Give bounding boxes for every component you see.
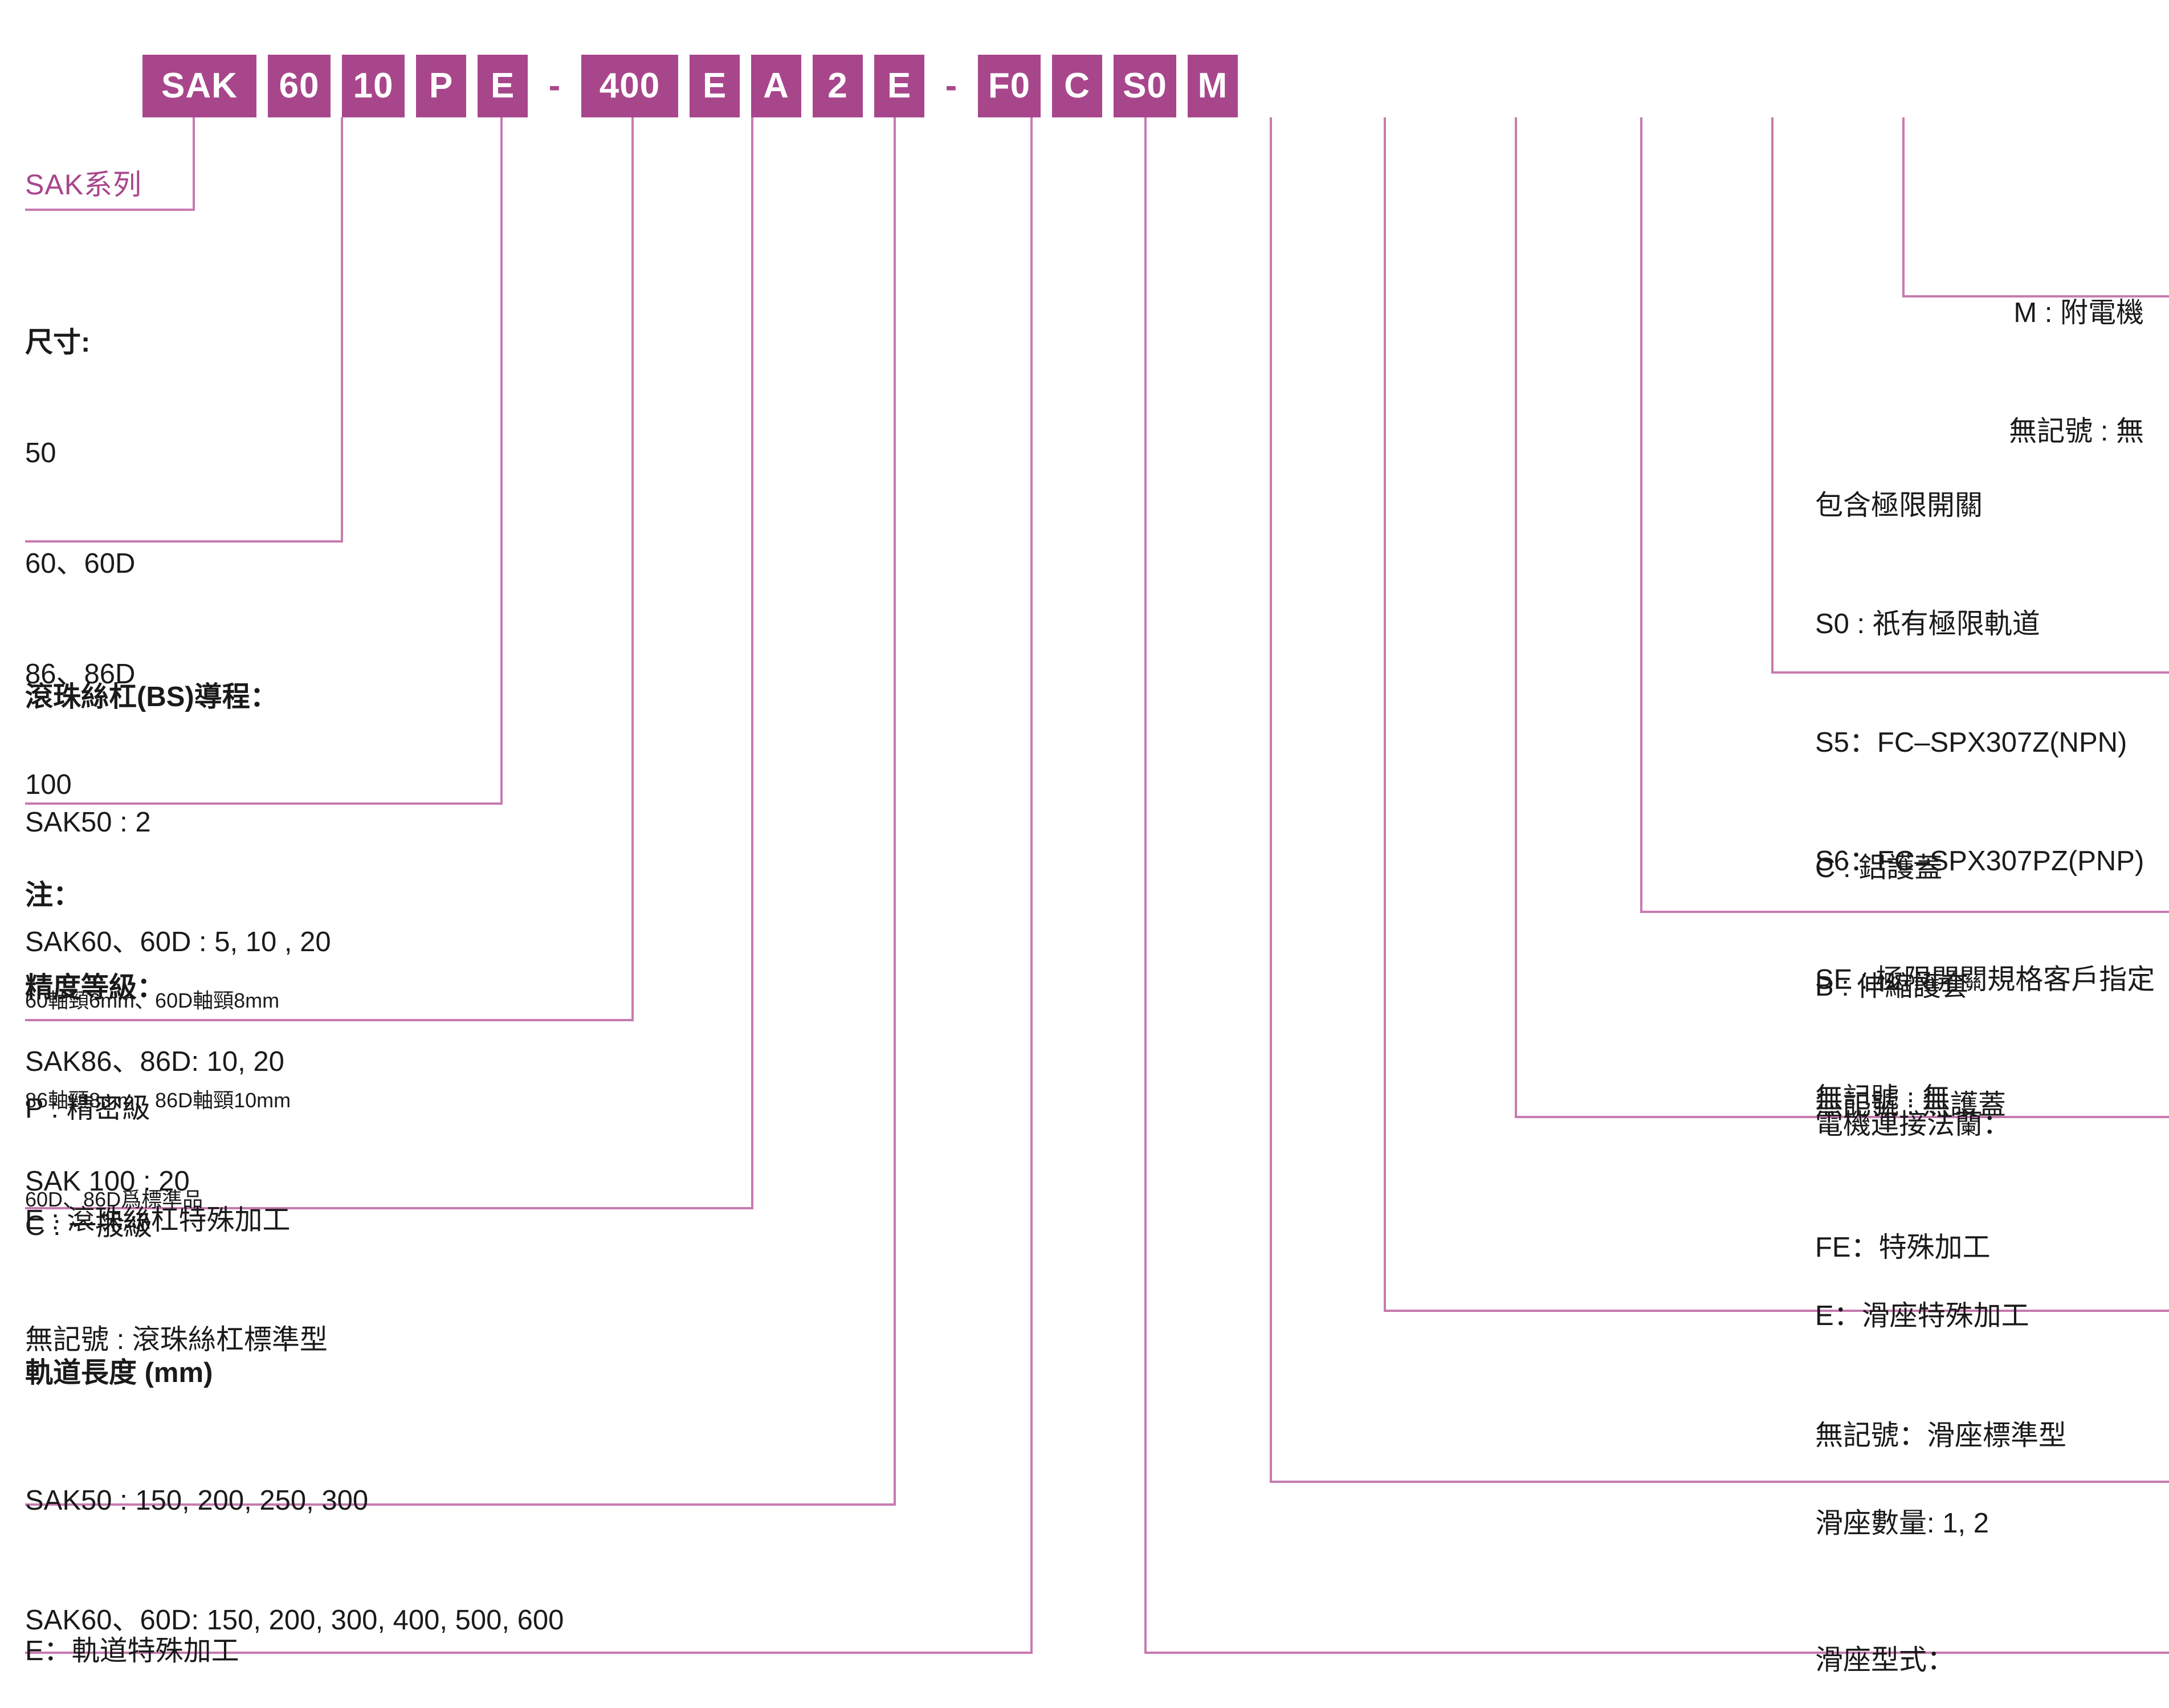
limit-switch-line-4: 無記號 : 無 (1815, 1083, 1950, 1114)
code-box-6[interactable]: 400 (581, 55, 678, 117)
code-box-8[interactable]: A (751, 55, 801, 117)
screw-machining-line-0: E : 滾珠絲杠特殊加工 (25, 1205, 291, 1236)
code-gap (801, 55, 813, 117)
size-line-2: 86、86D (25, 659, 136, 690)
limit-switch-heading: 包含極限開關 (1815, 490, 1983, 521)
code-box-1[interactable]: 60 (268, 55, 331, 117)
cover-line-1: B : 伸縮護套 (1815, 971, 1969, 1002)
motor-flange-heading: 電機連接法蘭： (1815, 1109, 2011, 1140)
block-motor-flange: 電機連接法蘭： FE：特殊加工 (1815, 1033, 2011, 1340)
code-separator-11[interactable]: - (945, 66, 957, 105)
code-gap (331, 55, 342, 117)
rail-length-heading: 軌道長度 (mm) (25, 1358, 213, 1389)
code-gap (678, 55, 690, 117)
slider-count-line-0: 滑座數量: 1, 2 (1815, 1508, 1989, 1539)
size-line-3: 100 (25, 769, 72, 801)
limit-switch-line-2: S6：FC–SPX307PZ(PNP) (1815, 846, 2144, 877)
rail-length-line-0: SAK50 : 150, 200, 250, 300 (25, 1485, 369, 1517)
limit-switch-line-3: SE : 極限開關規格客戶指定 (1815, 964, 2155, 996)
code-gap (466, 55, 478, 117)
motor-flange-line-0: FE：特殊加工 (1815, 1232, 1991, 1263)
block-ball-screw-lead: 滾珠絲杠(BS)導程： SAK50 : 2 SAK60、60D : 5, 10 … (25, 605, 331, 1274)
block-screw-machining: E : 滾珠絲杠特殊加工 無記號 : 滾珠絲杠標準型 (25, 1128, 328, 1432)
code-box-3[interactable]: P (416, 55, 466, 117)
code-box-7[interactable]: E (690, 55, 740, 117)
size-note-2: 60D、86D爲標準品 (25, 1188, 203, 1212)
lead-line-1: SAK60、60D : 5, 10 , 20 (25, 927, 331, 958)
limit-switch-line-1: S5：FC–SPX307Z(NPN) (1815, 727, 2127, 759)
size-note-1: 86軸頸8mm、86D軸頸10mm (25, 1088, 291, 1112)
size-note-0: 60軸頸6mm、60D軸頸8mm (25, 989, 280, 1013)
code-gap (1041, 55, 1052, 117)
code-gap (528, 55, 539, 117)
limit-switch-line-0: S0 : 祇有極限軌道 (1815, 609, 2040, 640)
code-box-4[interactable]: E (478, 55, 528, 117)
block-size: 尺寸: 50 60、60D 86、86D 100 注： 60軸頸6mm、60D軸… (25, 251, 291, 1286)
screw-machining-line-1: 無記號 : 滾珠絲杠標準型 (25, 1324, 328, 1356)
cover-line-2: 無記號 : 無護蓋 (1815, 1090, 2006, 1121)
slider-type-heading: 滑座型式： (1815, 1645, 1955, 1676)
block-limit-switch: 包含極限開關 S0 : 祇有極限軌道 S5：FC–SPX307Z(NPN) S6… (1815, 414, 2155, 1191)
code-box-14[interactable]: S0 (1114, 55, 1176, 117)
block-slider-machining: E：滑座特殊加工 無記號：滑座標準型 (1815, 1224, 2066, 1528)
code-box-0[interactable]: SAK (142, 55, 256, 117)
code-box-10[interactable]: E (874, 55, 924, 117)
size-line-0: 50 (25, 438, 56, 469)
lead-line-3: SAK 100 : 20 (25, 1166, 190, 1197)
lead-heading: 滾珠絲杠(BS)導程： (25, 682, 278, 713)
lead-line-0: SAK50 : 2 (25, 807, 151, 838)
rail-machining-line-0: E：軌道特殊加工 (25, 1636, 239, 1667)
slider-machining-line-0: E：滑座特殊加工 (1815, 1301, 2029, 1332)
size-line-1: 60、60D (25, 548, 136, 580)
size-heading: 尺寸: (25, 327, 91, 358)
block-accuracy-grade: 精度等級： P : 精密級 C : 一般級 (25, 896, 165, 1318)
block-slider-count: 滑座數量: 1, 2 (1815, 1432, 1989, 1616)
code-separator-5[interactable]: - (548, 66, 561, 105)
code-box-15[interactable]: M (1188, 55, 1238, 117)
accuracy-line-0: P : 精密級 (25, 1093, 150, 1124)
series-tag: SAK系列 (25, 169, 142, 201)
code-box-12[interactable]: F0 (978, 55, 1041, 117)
block-rail-length: 軌道長度 (mm) SAK50 : 150, 200, 250, 300 SAK… (25, 1281, 572, 1708)
code-gap (1102, 55, 1114, 117)
block-motor: M : 附電機 無記號 : 無 (2009, 221, 2144, 524)
code-gap (256, 55, 268, 117)
motor-line-1: 無記號 : 無 (2009, 416, 2144, 447)
rail-length-line-1: SAK60、60D: 150, 200, 300, 400, 500, 600 (25, 1605, 564, 1636)
code-gap (924, 55, 936, 117)
accuracy-line-1: C : 一般級 (25, 1210, 153, 1242)
code-gap (740, 55, 751, 117)
lead-line-2: SAK86、86D: 10, 20 (25, 1046, 284, 1078)
code-gap (405, 55, 416, 117)
code-gap (1176, 55, 1188, 117)
cover-line-0: C : 鋁護蓋 (1815, 853, 1943, 884)
block-rail-machining: E：軌道特殊加工 無記號：軌道標準型 (25, 1559, 276, 1708)
size-note-heading: 注： (25, 880, 81, 911)
code-gap (863, 55, 874, 117)
code-gap (570, 55, 581, 117)
block-slider-type: 滑座型式： A : 標準型 S: 轻载型 (1815, 1568, 2088, 1708)
motor-line-0: M : 附電機 (2013, 297, 2144, 329)
slider-machining-line-1: 無記號：滑座標準型 (1815, 1420, 2067, 1452)
code-box-9[interactable]: 2 (813, 55, 863, 117)
accuracy-heading: 精度等級： (25, 972, 165, 1004)
block-cover: C : 鋁護蓋 B : 伸縮護套 無記號 : 無護蓋 (1815, 776, 2006, 1197)
code-box-13[interactable]: C (1052, 55, 1102, 117)
code-box-2[interactable]: 10 (342, 55, 405, 117)
code-gap (967, 55, 978, 117)
